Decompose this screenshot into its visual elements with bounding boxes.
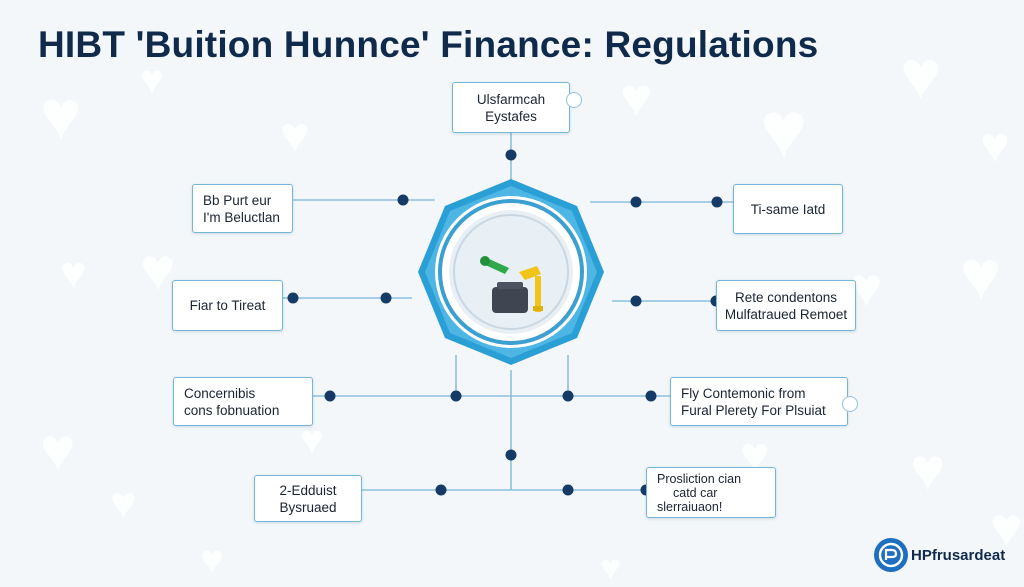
node-top-line-1: Ulsfarmcah [476,91,546,107]
node-bottom-left-line-2: Bysruaed [279,499,337,515]
central-hub [418,179,604,365]
node-top-decoration [566,92,582,108]
node-left-3-line-1: Concernibis [184,385,256,401]
connector-dot [505,149,517,161]
node-left-1-line-2: I'm Beluctlan [203,209,280,225]
node-right-2-line-2: Mulfatraued Remoet [724,306,848,322]
node-left-3-line-2: cons fobnuation [184,402,280,418]
node-right-3-line-2: Fural Plerety For Plsuiat [681,402,826,418]
node-right-1-line-1: Ti-same Iatd [750,201,826,217]
connector-dot [287,292,299,304]
node-right-2-line-1: Rete condentons [734,289,838,305]
brand-logo-icon [874,538,908,572]
node-bottom-right-line-2: catd car [673,485,718,500]
brand-logo-text: HPfrusardeat [911,546,1006,564]
node-right-2: Rete condentons Mulfatraued Remoet [716,280,856,331]
node-right-3-decoration [842,396,858,412]
brand-logo: HPfrusardeat [874,538,1005,572]
connector-dot [397,194,409,206]
lock-and-key-icon [480,256,543,313]
node-left-1-line-1: Bb Purt eur [203,192,272,208]
connector-dot [630,196,642,208]
node-left-3: Concernibis cons fobnuation [173,377,313,426]
node-bottom-right: Prosliction cian catd car slerraiuaon! [646,467,776,518]
connector-dot [324,390,336,402]
connector-dot [630,295,642,307]
node-bottom-left: 2-Edduist Bysruaed [254,475,362,522]
node-right-3-line-1: Fly Contemonic from [681,385,806,401]
node-top: Ulsfarmcah Eystafes [452,82,570,133]
page-title: HIBT 'Buition Hunnce' Finance: Regulatio… [38,24,819,65]
node-left-2: Fiar to Tireat [172,280,283,331]
node-right-3: Fly Contemonic from Fural Plerety For Pl… [670,377,848,426]
connector-dot [711,196,723,208]
connector-dot [435,484,447,496]
connector-dot [562,390,574,402]
connector-dot [562,484,574,496]
node-bottom-right-line-3: slerraiuaon! [657,499,723,514]
node-left-2-line-1: Fiar to Tireat [189,298,266,313]
node-bottom-left-line-1: 2-Edduist [279,482,337,498]
connector-dot [505,449,517,461]
node-right-1: Ti-same Iatd [733,184,843,234]
connector-dot [645,390,657,402]
node-bottom-right-line-1: Prosliction cian [657,471,742,486]
connector-dot [450,390,462,402]
node-top-line-2: Eystafes [485,108,537,124]
connector-dots [287,149,723,496]
connector-dot [380,292,392,304]
node-left-1: Bb Purt eur I'm Beluctlan [192,184,293,233]
